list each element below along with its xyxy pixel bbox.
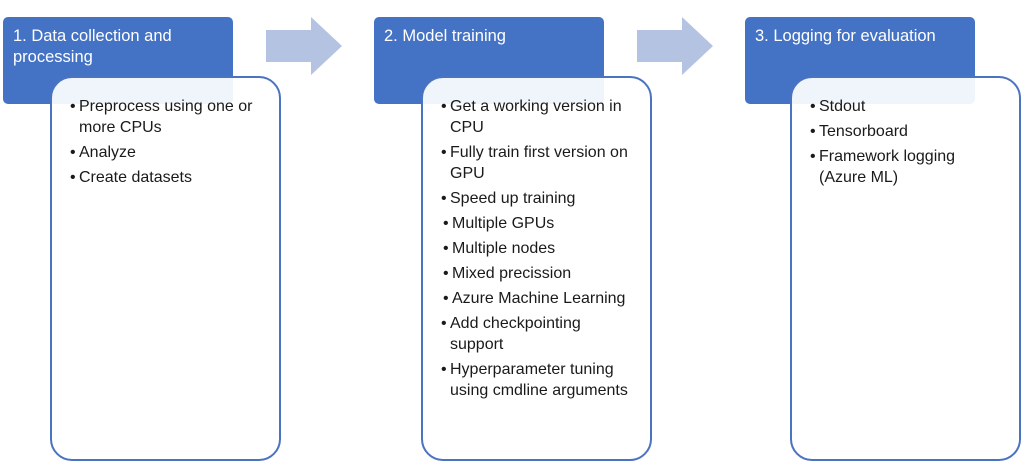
step-3-list: Stdout Tensorboard Framework logging (Az… — [810, 96, 1005, 188]
step-2-list: Get a working version in CPU Fully train… — [441, 96, 636, 401]
list-item: Framework logging (Azure ML) — [810, 146, 1005, 188]
step-2-card: Get a working version in CPU Fully train… — [421, 76, 652, 461]
list-item: Add checkpointing support — [441, 313, 636, 355]
flow-arrow-2 — [637, 17, 713, 75]
sub-list-item: Azure Machine Learning — [443, 288, 636, 309]
step-1-list: Preprocess using one or more CPUs Analyz… — [70, 96, 265, 188]
list-item: Speed up training — [441, 188, 636, 209]
step-3-card: Stdout Tensorboard Framework logging (Az… — [790, 76, 1021, 461]
sub-list-item: Mixed precission — [443, 263, 636, 284]
sub-list-item: Multiple GPUs — [443, 213, 636, 234]
list-item: Fully train first version on GPU — [441, 142, 636, 184]
flow-arrow-1 — [266, 17, 342, 75]
step-3-title: 3. Logging for evaluation — [755, 27, 936, 45]
sub-list-item: Multiple nodes — [443, 238, 636, 259]
list-item: Tensorboard — [810, 121, 1005, 142]
arrow-shape — [637, 17, 713, 75]
list-item: Stdout — [810, 96, 1005, 117]
step-1-card: Preprocess using one or more CPUs Analyz… — [50, 76, 281, 461]
list-item: Analyze — [70, 142, 265, 163]
arrow-shape — [266, 17, 342, 75]
list-item: Get a working version in CPU — [441, 96, 636, 138]
step-1-title: 1. Data collection and processing — [13, 27, 172, 66]
list-item: Hyperparameter tuning using cmdline argu… — [441, 359, 636, 401]
list-item: Preprocess using one or more CPUs — [70, 96, 265, 138]
list-item: Create datasets — [70, 167, 265, 188]
step-2-title: 2. Model training — [384, 27, 506, 45]
